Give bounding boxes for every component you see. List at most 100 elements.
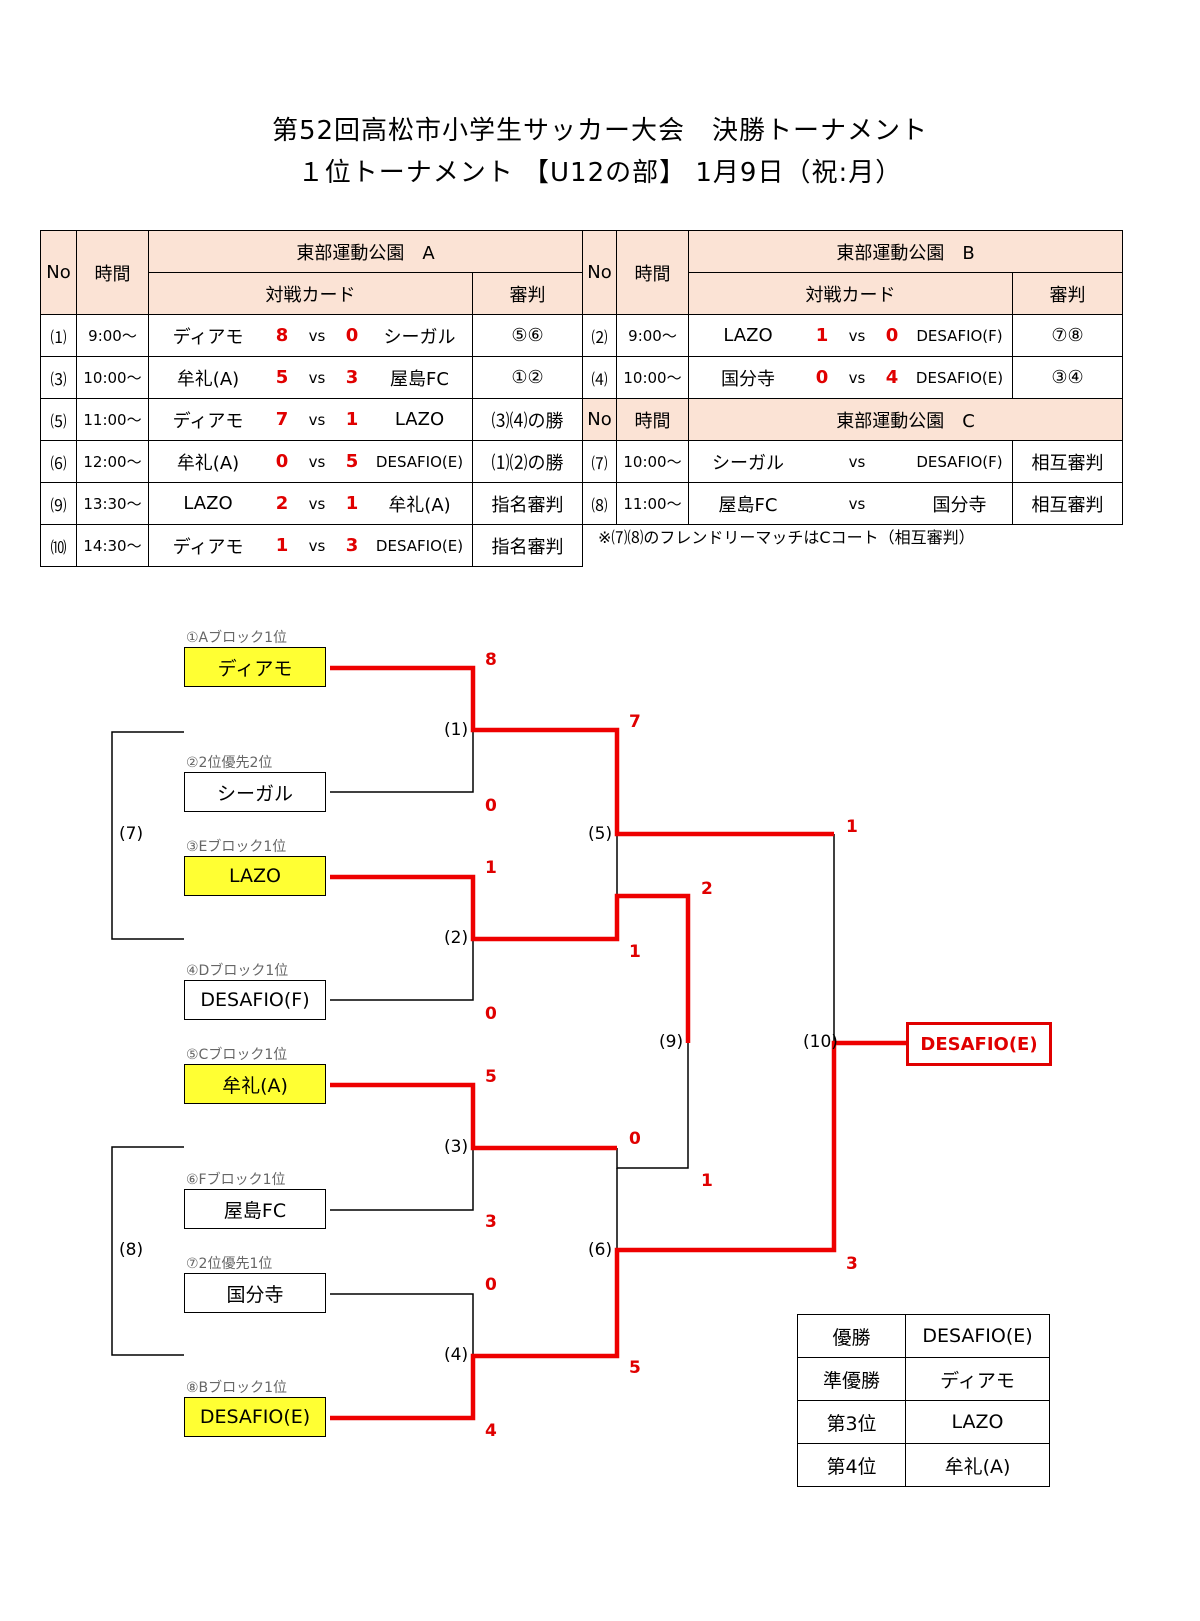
rank-team: ディアモ <box>905 1357 1050 1401</box>
score1: 1 <box>815 325 829 346</box>
bracket-score: 0 <box>629 1129 641 1149</box>
match-label: (7) <box>119 824 144 844</box>
match-label: (8) <box>119 1240 144 1260</box>
header-no: No <box>582 398 617 441</box>
header-no: No <box>582 230 617 315</box>
bracket-team: 牟礼(A) <box>184 1064 326 1104</box>
match-label: (2) <box>444 928 469 948</box>
score2: 3 <box>345 535 359 556</box>
header-card: 対戦カード <box>148 272 473 315</box>
referee: ①② <box>471 356 584 399</box>
bracket-black-lines <box>111 730 835 1356</box>
rank-place: 準優勝 <box>797 1357 906 1401</box>
header-time: 時間 <box>76 230 149 315</box>
match-time: 10:00～ <box>616 440 689 483</box>
seed-label: ⑥Fブロック1位 <box>186 1172 286 1188</box>
team2: シーガル <box>383 326 456 348</box>
vs: vs <box>848 494 866 513</box>
venue-c: 東部運動公園 C <box>687 398 1124 441</box>
team2: DESAFIO(F) <box>916 452 1003 471</box>
bracket-team: 屋島FC <box>184 1189 326 1229</box>
vs: vs <box>308 410 326 429</box>
team1: 国分寺 <box>721 368 775 390</box>
team2: DESAFIO(E) <box>375 452 464 471</box>
match-label: (3) <box>444 1137 469 1157</box>
match-no: ⑸ <box>40 398 77 441</box>
match-no: ⑶ <box>40 356 77 399</box>
bracket-score: 3 <box>485 1212 497 1232</box>
rank-place: 優勝 <box>797 1314 906 1358</box>
match-label: (9) <box>659 1032 684 1052</box>
score1: 2 <box>275 493 289 514</box>
team1: LAZO <box>723 325 773 346</box>
match-label: (6) <box>588 1240 613 1260</box>
team2: 屋島FC <box>390 368 449 390</box>
team2: 牟礼(A) <box>388 494 451 516</box>
bracket-score: 2 <box>701 879 713 899</box>
page-subtitle: １位トーナメント 【U12の部】 1月9日（祝:月） <box>297 158 903 188</box>
match-time: 10:00～ <box>616 356 689 399</box>
team1: ディアモ <box>172 536 244 558</box>
score2: 1 <box>345 409 359 430</box>
bracket-team: DESAFIO(E) <box>184 1397 326 1437</box>
bracket-score: 1 <box>629 942 641 962</box>
bracket-score: 7 <box>629 712 641 732</box>
rank-team: LAZO <box>905 1400 1050 1444</box>
referee: ⑦⑧ <box>1011 314 1124 357</box>
venue-a: 東部運動公園 A <box>147 230 584 273</box>
header-no: No <box>40 230 77 315</box>
bracket-score: 5 <box>629 1358 641 1378</box>
vs: vs <box>848 326 866 345</box>
team1: 牟礼(A) <box>176 368 240 390</box>
score1: 8 <box>275 325 289 346</box>
match-label: (5) <box>588 824 613 844</box>
match-time: 13:30～ <box>76 482 149 525</box>
match-label: (10) <box>803 1032 838 1052</box>
champion-box: DESAFIO(E) <box>906 1022 1052 1066</box>
bracket-score: 1 <box>846 817 858 837</box>
bracket-score: 5 <box>485 1067 497 1087</box>
seed-label: ④Dブロック1位 <box>186 963 289 979</box>
match-time: 9:00～ <box>76 314 149 357</box>
court-c-note: ※⑺⑻のフレンドリーマッチはCコート（相互審判） <box>598 528 975 547</box>
team2: DESAFIO(E) <box>915 368 1004 387</box>
referee: 相互審判 <box>1011 482 1124 525</box>
team2: DESAFIO(E) <box>375 536 464 555</box>
header-time: 時間 <box>616 398 689 441</box>
vs: vs <box>308 536 326 555</box>
bracket-score: 8 <box>485 650 497 670</box>
score2: 3 <box>345 367 359 388</box>
team2: 国分寺 <box>932 494 987 516</box>
seed-label: ⑤Cブロック1位 <box>186 1047 288 1063</box>
team1: ディアモ <box>172 326 244 348</box>
match-time: 9:00～ <box>616 314 689 357</box>
score2: 5 <box>345 451 359 472</box>
rank-place: 第4位 <box>797 1443 906 1487</box>
match-label: (4) <box>444 1345 469 1365</box>
vs: vs <box>308 494 326 513</box>
score2: 0 <box>345 325 359 346</box>
match-time: 14:30～ <box>76 524 149 567</box>
match-time: 11:00～ <box>616 482 689 525</box>
team1: 屋島FC <box>718 494 778 516</box>
match-time: 10:00～ <box>76 356 149 399</box>
bracket-team: DESAFIO(F) <box>184 980 326 1020</box>
page-title: 第52回高松市小学生サッカー大会 決勝トーナメント <box>271 116 929 146</box>
seed-label: ③Eブロック1位 <box>186 839 287 855</box>
team2: LAZO <box>394 409 445 430</box>
bracket-score: 3 <box>846 1254 858 1274</box>
team1: 牟礼(A) <box>176 452 240 474</box>
score2: 4 <box>885 367 899 388</box>
bracket-team: シーガル <box>184 772 326 812</box>
team1: シーガル <box>712 452 784 474</box>
score1: 5 <box>275 367 289 388</box>
